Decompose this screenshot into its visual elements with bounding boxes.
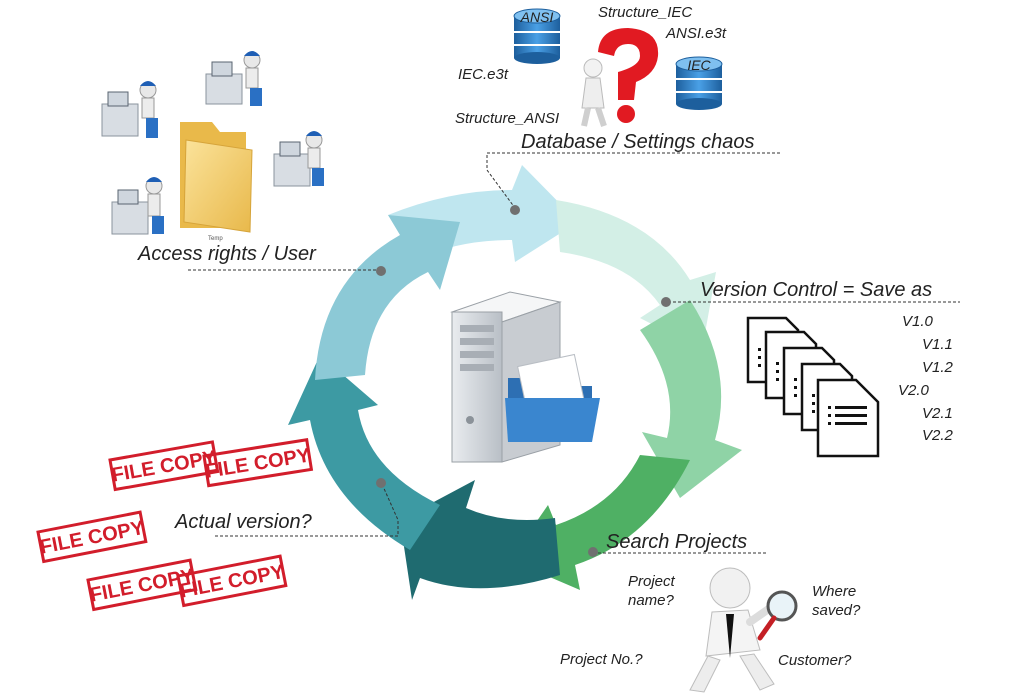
callout-version-control: Version Control = Save as bbox=[661, 279, 960, 307]
file-copy-stamp: FILE COPY bbox=[176, 554, 288, 608]
ansi-e3t-label: ANSI.e3t bbox=[665, 25, 727, 42]
cycle-arrow-left bbox=[288, 355, 440, 550]
callout-actual-version-dot bbox=[376, 478, 386, 488]
cycle-arrow-right bbox=[640, 300, 742, 498]
callout-database-dot bbox=[510, 205, 520, 215]
document-stack-icon bbox=[746, 316, 880, 458]
callout-database: Database / Settings chaos bbox=[486, 131, 780, 215]
question-line-2: name? bbox=[628, 592, 675, 609]
callout-actual-version-text: Actual version? bbox=[174, 511, 313, 533]
question-where-saved-line: Where saved? bbox=[812, 583, 861, 619]
callout-search-dot bbox=[588, 547, 598, 557]
searching-person-icon bbox=[689, 567, 798, 693]
version-list: V1.0 V1.1 V1.2 V2.0 V2.1 V2.2 bbox=[898, 313, 954, 444]
question-where-saved: Where bbox=[812, 583, 856, 600]
user-workstation-icons bbox=[101, 51, 324, 235]
user-workstation-icon bbox=[273, 131, 324, 187]
version-label: V2.1 bbox=[922, 405, 953, 422]
callout-version-control-text: Version Control = Save as bbox=[700, 279, 932, 301]
file-copy-stamp: FILE COPY bbox=[108, 440, 220, 492]
callout-access-dot bbox=[376, 266, 386, 276]
callout-actual-version: Actual version? bbox=[174, 478, 399, 537]
callout-access: Access rights / User bbox=[137, 243, 386, 276]
callout-search-text: Search Projects bbox=[606, 531, 747, 553]
version-label: V1.2 bbox=[922, 359, 954, 376]
magnifier-icon bbox=[757, 590, 798, 641]
user-workstation-icon bbox=[101, 81, 158, 138]
db-ansi-label: ANSI bbox=[520, 9, 554, 25]
db-iec-label: IEC bbox=[687, 57, 711, 73]
callout-search: Search Projects bbox=[588, 531, 766, 557]
shared-folder-icon: Temp bbox=[180, 122, 253, 242]
cycle-arrow-top-left bbox=[315, 215, 460, 380]
structure-ansi-label: Structure_ANSI bbox=[455, 110, 559, 127]
server-icon bbox=[450, 291, 600, 463]
question-project-no: Project No.? bbox=[560, 651, 643, 668]
question-customer: Customer? bbox=[778, 652, 852, 669]
callout-access-text: Access rights / User bbox=[137, 243, 317, 265]
question-line-2: saved? bbox=[812, 602, 861, 619]
version-label: V2.0 bbox=[898, 382, 930, 399]
question-mark-figure-icon bbox=[581, 28, 659, 127]
file-copy-stamp: FILE COPY bbox=[36, 510, 148, 564]
question-project-name-line1: Project name? bbox=[628, 573, 676, 609]
structure-iec-label: Structure_IEC bbox=[598, 4, 692, 21]
version-label: V1.0 bbox=[902, 313, 934, 330]
cycle-arrows bbox=[288, 165, 742, 600]
folder-caption: Temp bbox=[208, 236, 223, 242]
database-ansi-icon: ANSI bbox=[513, 8, 561, 64]
callout-version-control-dot bbox=[661, 297, 671, 307]
callout-database-text: Database / Settings chaos bbox=[521, 131, 754, 153]
user-workstation-icon bbox=[205, 51, 262, 106]
cycle-arrow-bottom bbox=[400, 480, 560, 600]
user-workstation-icon bbox=[111, 177, 164, 235]
file-copy-stamp: FILE COPY bbox=[202, 438, 314, 488]
database-iec-icon: IEC bbox=[675, 56, 723, 110]
blue-folder-icon bbox=[505, 353, 600, 442]
iec-e3t-label: IEC.e3t bbox=[458, 66, 509, 83]
version-label: V1.1 bbox=[922, 336, 953, 353]
version-label: V2.2 bbox=[922, 427, 954, 444]
question-project-name: Project bbox=[628, 573, 676, 590]
